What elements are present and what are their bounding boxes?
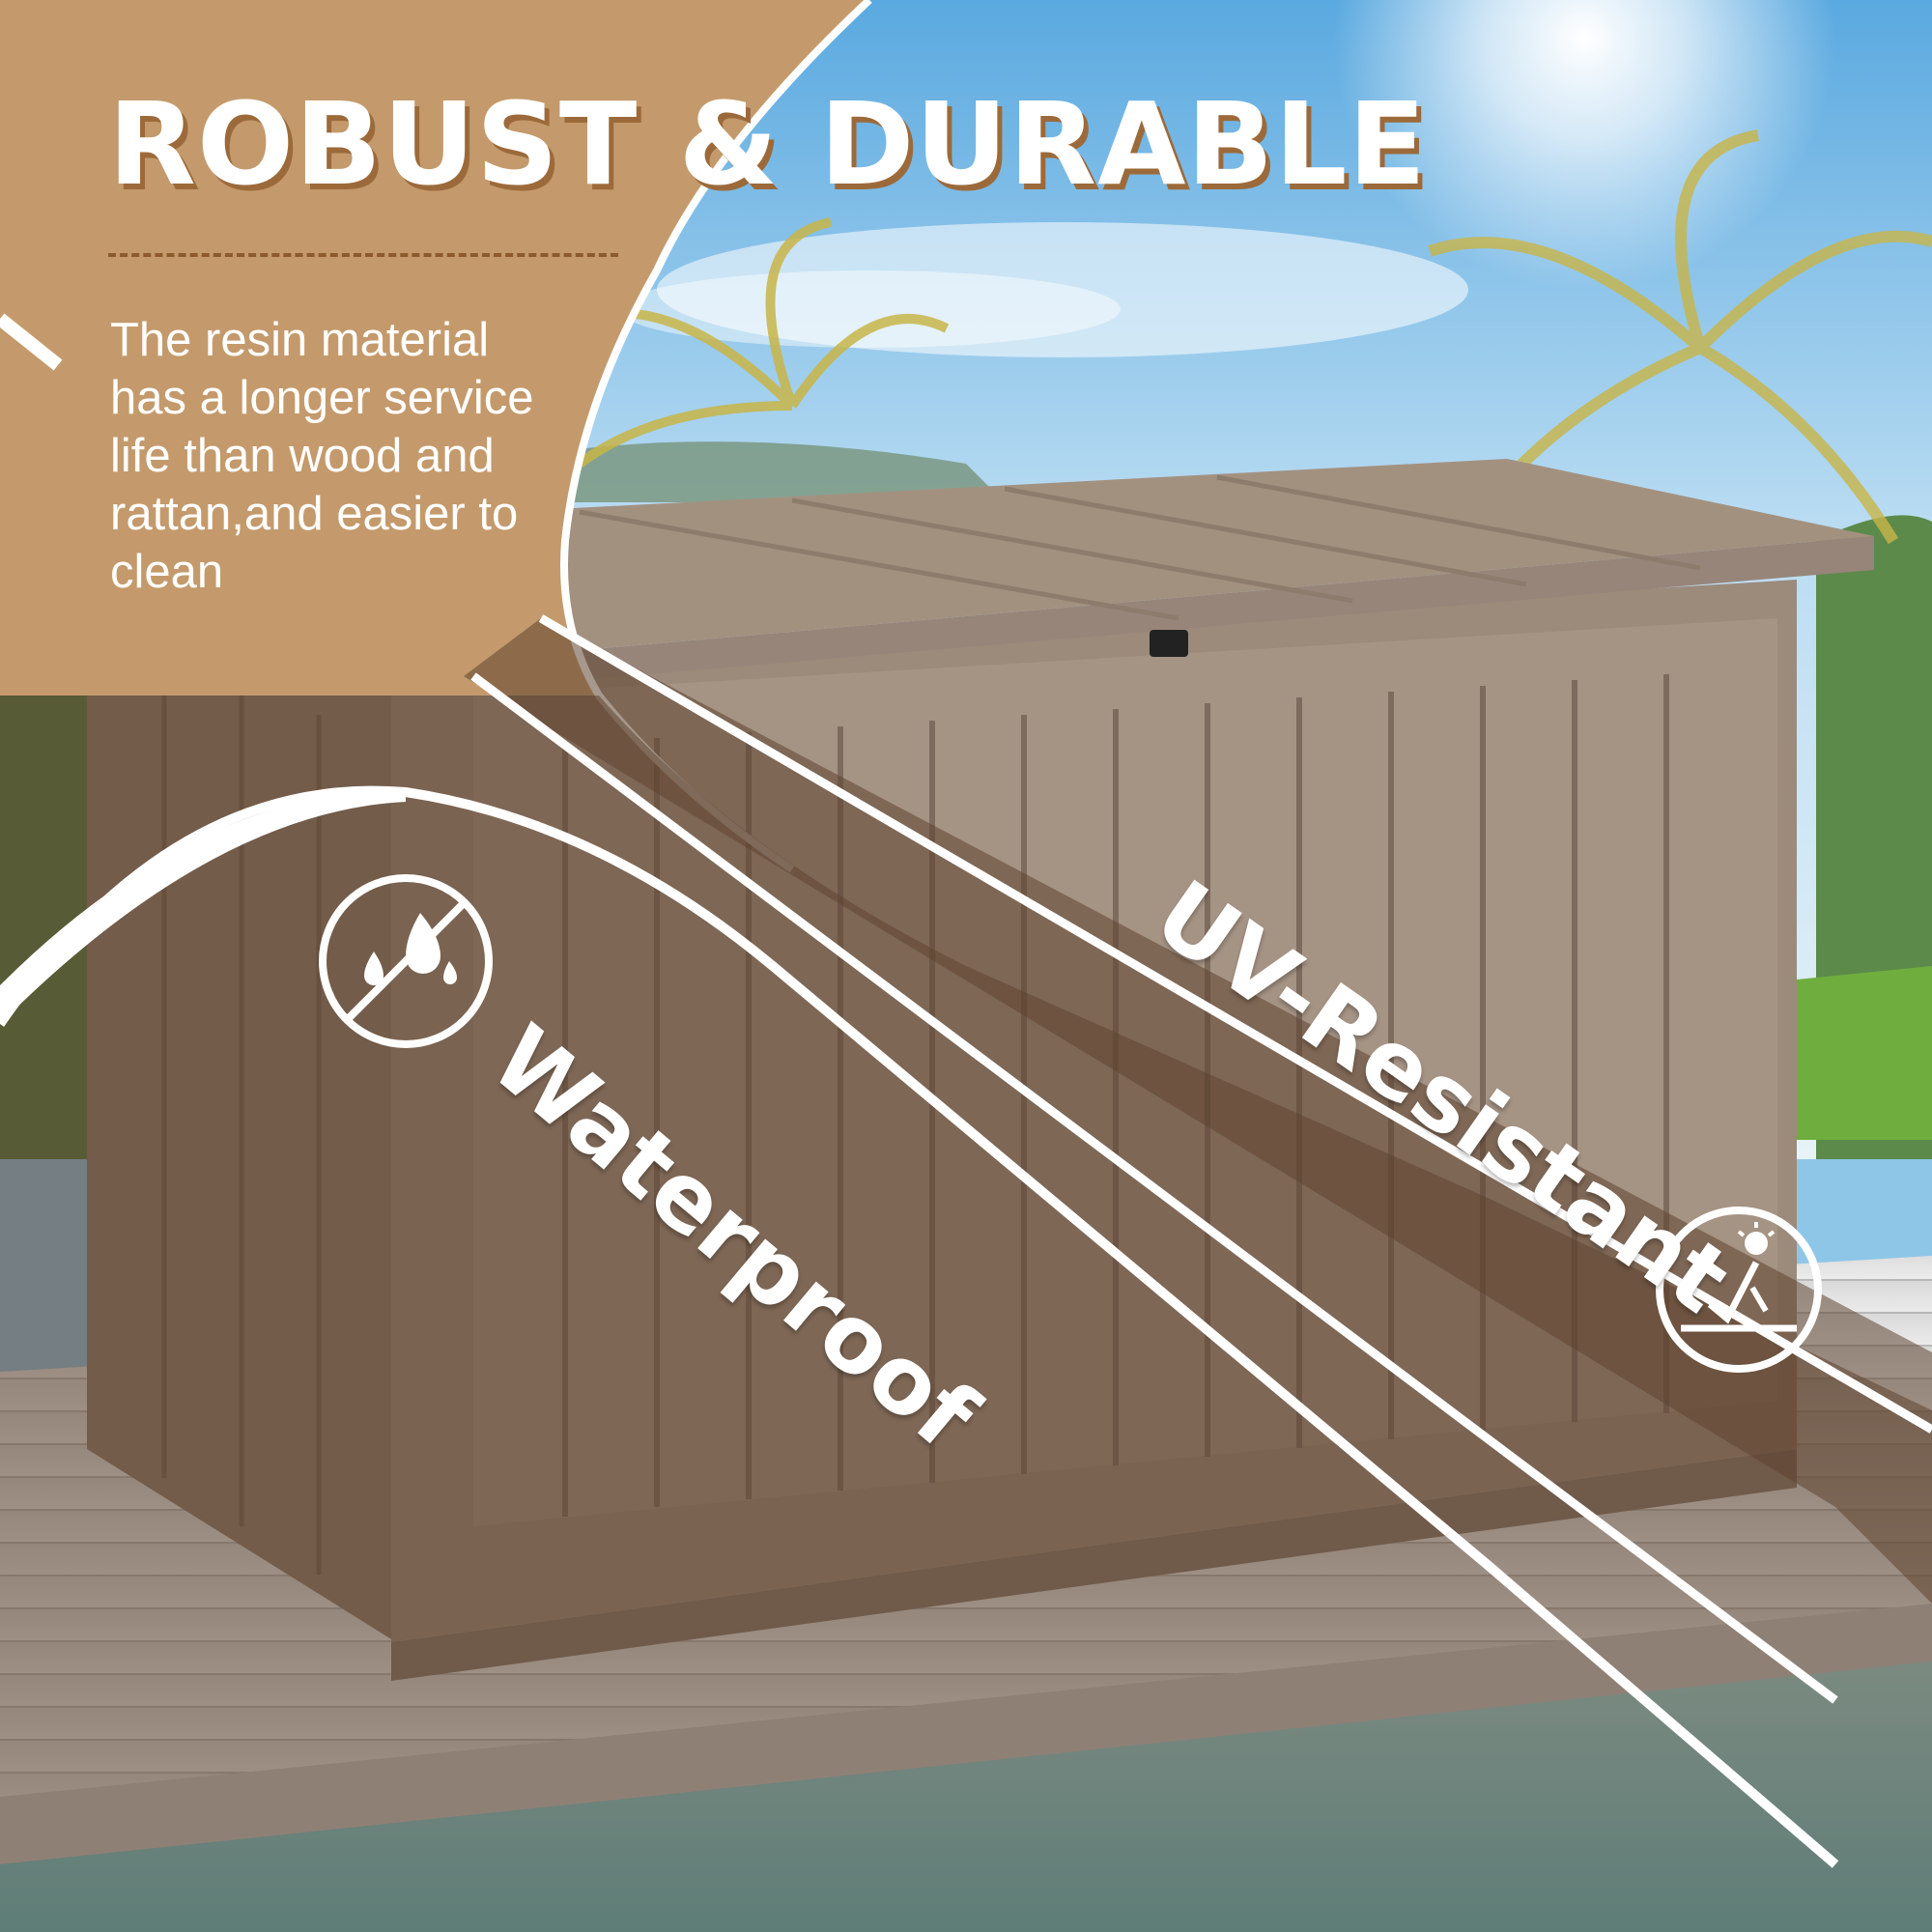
description-text: The resin material has a longer service …	[110, 314, 534, 598]
waterproof-overlay	[0, 696, 1932, 1932]
sun-uv-icon	[1656, 1207, 1822, 1373]
palm-right	[1428, 129, 1932, 545]
dashed-divider	[108, 253, 618, 257]
headline: ROBUST & DURABLE	[108, 77, 1428, 211]
brand-wedge	[0, 0, 869, 696]
no-water-drop-icon	[319, 874, 493, 1048]
uv-band	[464, 618, 1932, 1604]
